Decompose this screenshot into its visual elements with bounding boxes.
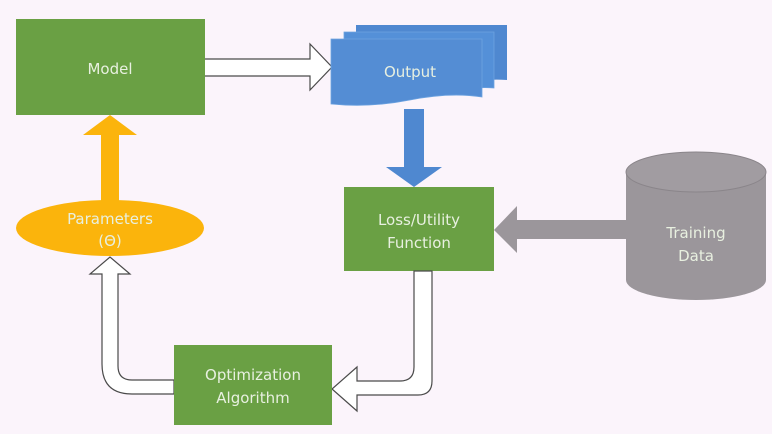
training-label-line1: Training — [665, 224, 725, 242]
arrow-parameters-to-model — [83, 115, 137, 202]
parameters-node: Parameters (Θ) — [16, 200, 204, 256]
output-label: Output — [384, 63, 436, 81]
loss-function-node: Loss/Utility Function — [344, 187, 494, 271]
arrow-training-to-loss — [494, 206, 626, 253]
output-node: Output — [330, 25, 507, 106]
parameters-label-line2: (Θ) — [98, 232, 122, 250]
loss-label-line2: Function — [387, 234, 451, 252]
parameters-label-line1: Parameters — [67, 210, 153, 228]
optimization-label-line2: Algorithm — [216, 389, 289, 407]
model-node: Model — [16, 19, 205, 115]
model-label: Model — [87, 60, 132, 78]
arrow-loss-to-optimization — [331, 270, 433, 413]
training-label-line2: Data — [678, 247, 714, 265]
arrow-output-to-loss — [386, 109, 442, 187]
optimization-label-line1: Optimization — [205, 366, 301, 384]
training-data-node: Training Data — [625, 151, 767, 300]
loss-label-line1: Loss/Utility — [378, 211, 460, 229]
arrow-optimization-to-parameters — [88, 256, 175, 395]
arrow-model-to-output — [203, 42, 333, 92]
optimization-algorithm-node: Optimization Algorithm — [174, 345, 332, 425]
